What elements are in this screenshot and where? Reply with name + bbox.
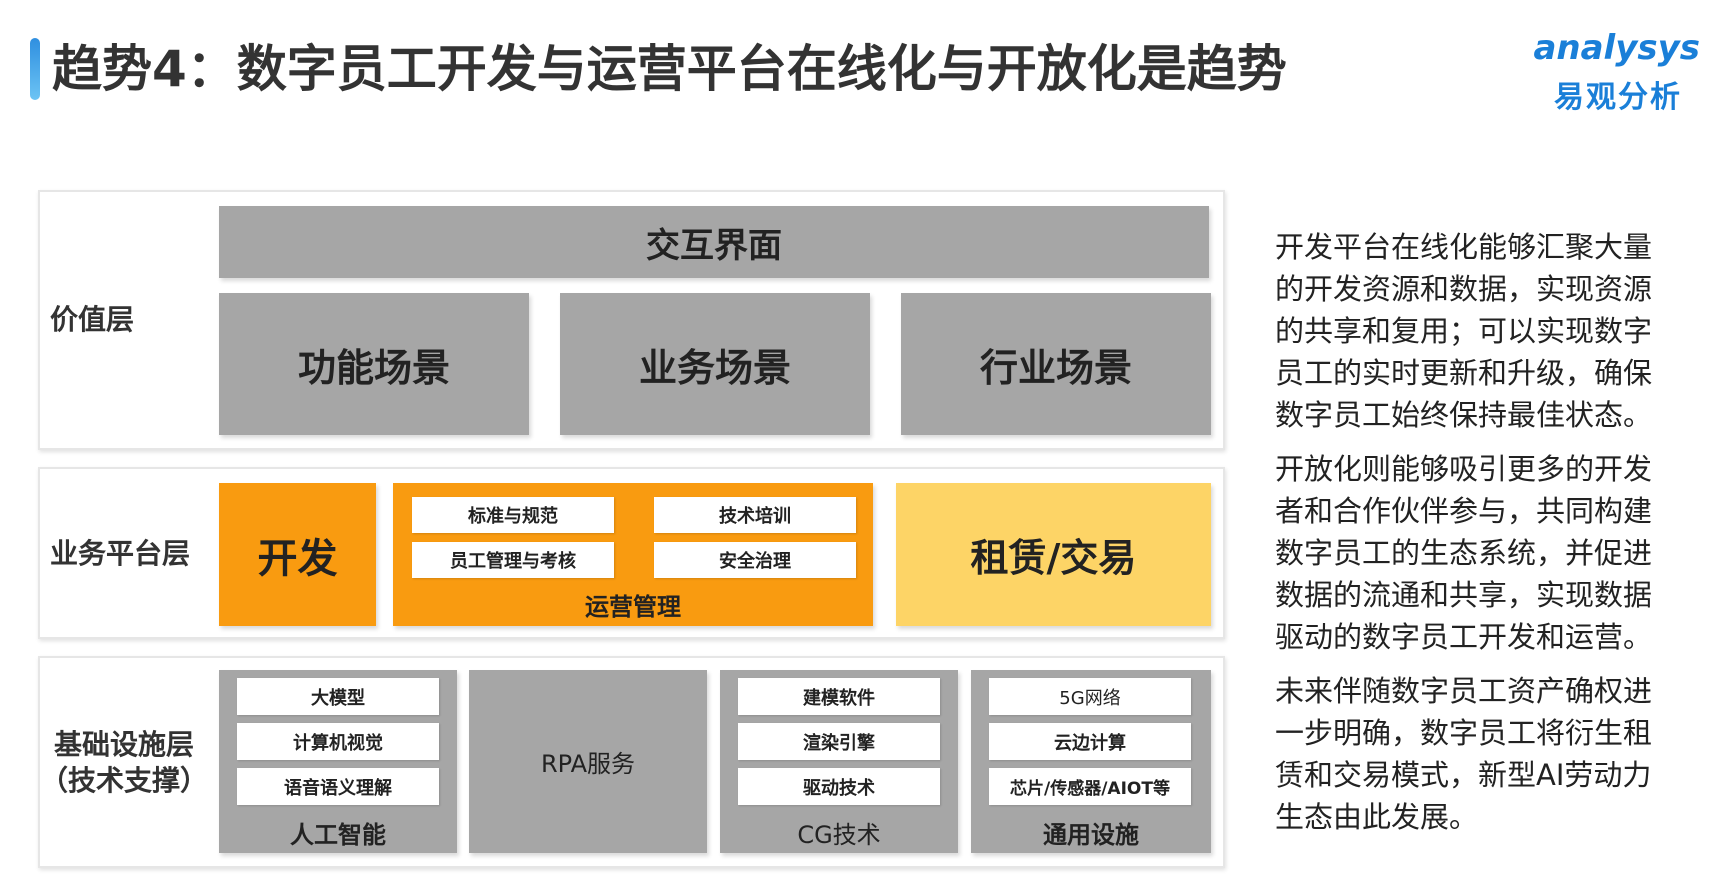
- side-paragraph-1: 开发平台在线化能够汇聚大量的开发资源和数据，实现资源的共享和复用；可以实现数字员…: [1275, 230, 1653, 432]
- interface-box: 交互界面: [219, 206, 1209, 278]
- scene-box-function: 功能场景: [219, 293, 529, 435]
- ai-chip-nlu: 语音语义理解: [237, 768, 439, 805]
- side-paragraph-2: 开放化则能够吸引更多的开发者和合作伙伴参与，共同构建数字员工的生态系统，并促进数…: [1275, 452, 1653, 654]
- cg-caption: CG技术: [797, 821, 881, 849]
- general-caption: 通用设施: [1043, 821, 1139, 849]
- brand-logo: analysys 易观分析: [1505, 28, 1700, 118]
- ops-caption: 运营管理: [585, 593, 681, 621]
- value-layer-label: 价值层: [50, 303, 135, 336]
- ai-chip-llm: 大模型: [237, 678, 439, 715]
- ops-chip-standards: 标准与规范: [412, 497, 614, 533]
- infra-label-line1: 基础设施层: [54, 728, 195, 761]
- page-title: 趋势4：数字员工开发与运营平台在线化与开放化是趋势: [52, 40, 1287, 98]
- ops-management-box: 标准与规范 技术培训 员工管理与考核 安全治理 运营管理: [393, 483, 873, 626]
- cg-chip-modeling: 建模软件: [738, 678, 940, 715]
- title-accent-bar: [30, 38, 40, 100]
- cg-box: 建模软件 渲染引擎 驱动技术 CG技术: [720, 670, 958, 853]
- develop-box: 开发: [219, 483, 376, 626]
- logo-chinese-name: 易观分析: [1554, 80, 1682, 115]
- general-chip-5g: 5G网络: [989, 678, 1191, 715]
- ai-chip-cv: 计算机视觉: [237, 723, 439, 760]
- ops-chip-staff-assessment: 员工管理与考核: [412, 542, 614, 578]
- rpa-service-box: RPA服务: [469, 670, 707, 853]
- logo-wordmark: analysys: [1533, 28, 1700, 68]
- scene-box-business: 业务场景: [560, 293, 870, 435]
- lease-trade-box: 租赁/交易: [896, 483, 1211, 626]
- ai-box: 大模型 计算机视觉 语音语义理解 人工智能: [219, 670, 457, 853]
- infra-label-line2: （技术支撑）: [40, 764, 209, 797]
- side-paragraph-3: 未来伴随数字员工资产确权进一步明确，数字员工将衍生租赁和交易模式，新型AI劳动力…: [1275, 674, 1653, 834]
- infra-layer-label: 基础设施层 （技术支撑）: [40, 727, 208, 799]
- ops-chip-training: 技术培训: [654, 497, 856, 533]
- general-chip-chips: 芯片/传感器/AIOT等: [989, 768, 1191, 805]
- general-chip-cloud-edge: 云边计算: [989, 723, 1191, 760]
- scene-box-industry: 行业场景: [901, 293, 1211, 435]
- ops-chip-security: 安全治理: [654, 542, 856, 578]
- cg-chip-render: 渲染引擎: [738, 723, 940, 760]
- cg-chip-driver: 驱动技术: [738, 768, 940, 805]
- ai-caption: 人工智能: [290, 821, 386, 849]
- platform-layer-label: 业务平台层: [50, 537, 191, 570]
- general-infra-box: 5G网络 云边计算 芯片/传感器/AIOT等 通用设施: [971, 670, 1211, 853]
